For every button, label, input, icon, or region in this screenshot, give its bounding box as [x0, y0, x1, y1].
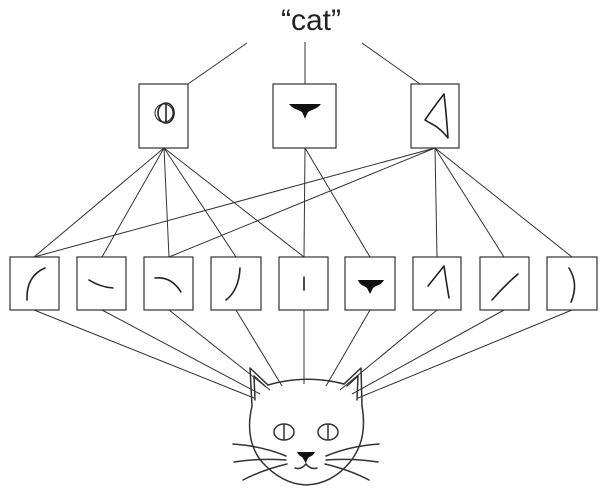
feature-link: [168, 147, 436, 258]
input-link: [325, 309, 371, 387]
feature-link: [163, 147, 237, 258]
high-feature-ear: [410, 83, 460, 149]
feature-link: [33, 147, 165, 258]
input-link: [351, 309, 505, 395]
feature-link: [101, 147, 165, 258]
low-feature-3: [143, 256, 194, 311]
low-feature-8: [479, 256, 530, 311]
low-feature-2: [76, 256, 127, 311]
input-link: [101, 309, 261, 395]
low-feature-1: [9, 256, 60, 311]
low-feature-4: [210, 256, 262, 311]
input-link: [168, 309, 271, 391]
curve-stroke-icon: [225, 267, 241, 301]
nose-icon: [289, 104, 321, 119]
input-link: [357, 309, 573, 399]
high-feature-nose: [272, 83, 337, 149]
label-connections: [187, 42, 421, 85]
high-feature-eye: [138, 83, 189, 149]
input-link: [33, 309, 255, 399]
feature-link: [163, 147, 170, 258]
input-connections: [33, 309, 573, 399]
diagonal-stroke-icon: [491, 273, 519, 301]
low-feature-5: [278, 256, 329, 311]
cat-face-icon: [232, 367, 380, 486]
low-feature-7: [412, 256, 462, 311]
high-level-layer: [138, 83, 460, 149]
arc-stroke-icon: [154, 276, 182, 293]
feature-link: [434, 147, 573, 258]
nose-shape-icon: [358, 280, 384, 294]
input-link: [339, 309, 438, 391]
output-label: “cat”: [281, 4, 341, 37]
input-link: [235, 309, 283, 387]
curve-stroke-icon: [88, 279, 114, 289]
feature-link: [304, 147, 371, 258]
low-level-layer: [9, 256, 598, 311]
right-arc-stroke-icon: [568, 267, 576, 303]
curve-stroke-icon: [26, 267, 46, 301]
feature-connections: [33, 147, 573, 258]
eye-icon: [154, 102, 175, 124]
low-feature-6: [344, 256, 396, 311]
feature-link: [33, 147, 436, 258]
ear-icon: [424, 93, 449, 139]
ear-tip-icon: [427, 265, 450, 299]
low-feature-9: [546, 256, 598, 311]
feature-link: [434, 147, 505, 258]
feature-link: [434, 147, 438, 258]
feature-link: [303, 147, 306, 258]
